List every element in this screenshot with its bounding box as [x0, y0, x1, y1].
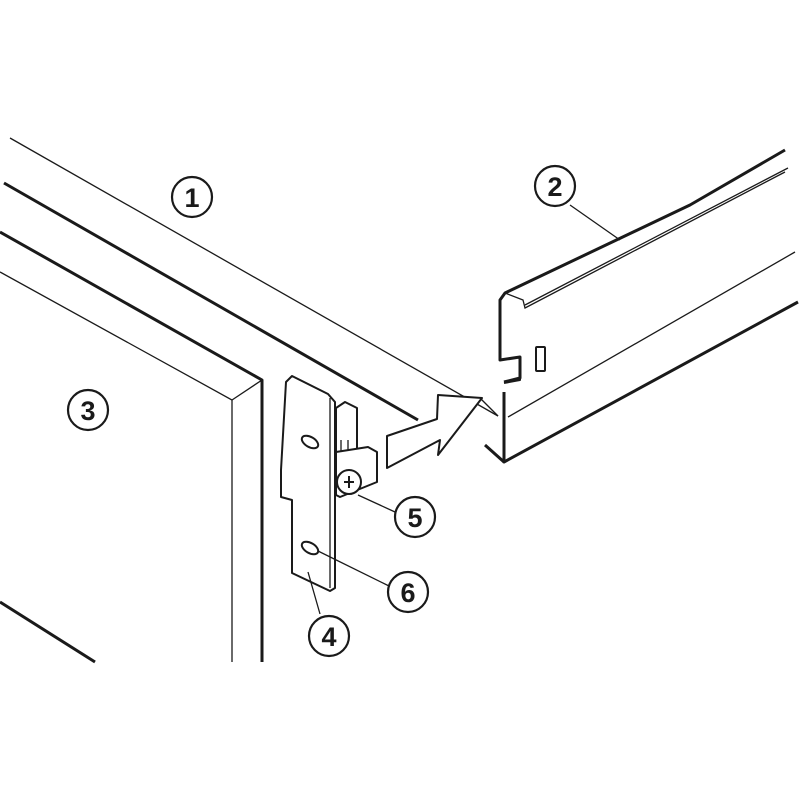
callout-5: 5	[393, 495, 437, 539]
front-bracket	[280, 375, 336, 592]
mounting-hole-upper	[300, 434, 320, 450]
drawer-front	[3, 137, 499, 422]
screw-icon	[336, 469, 362, 495]
callout-label: 4	[321, 622, 336, 652]
mounting-hole-lower	[300, 540, 320, 556]
rail-slot	[535, 346, 546, 372]
callout-3: 3	[66, 388, 110, 432]
callout-6: 6	[386, 570, 430, 614]
callout-label: 1	[184, 183, 199, 213]
leader-lines	[307, 204, 621, 615]
callout-label: 3	[80, 396, 95, 426]
drawer-side-rail	[479, 148, 799, 464]
callout-2: 2	[533, 164, 577, 208]
door-panel	[0, 230, 264, 664]
callout-label: 6	[400, 578, 415, 608]
callout-1: 1	[170, 175, 214, 219]
direction-arrow-icon	[386, 394, 483, 469]
callout-label: 5	[407, 503, 422, 533]
callout-label: 2	[547, 172, 562, 202]
callout-4: 4	[307, 614, 351, 658]
